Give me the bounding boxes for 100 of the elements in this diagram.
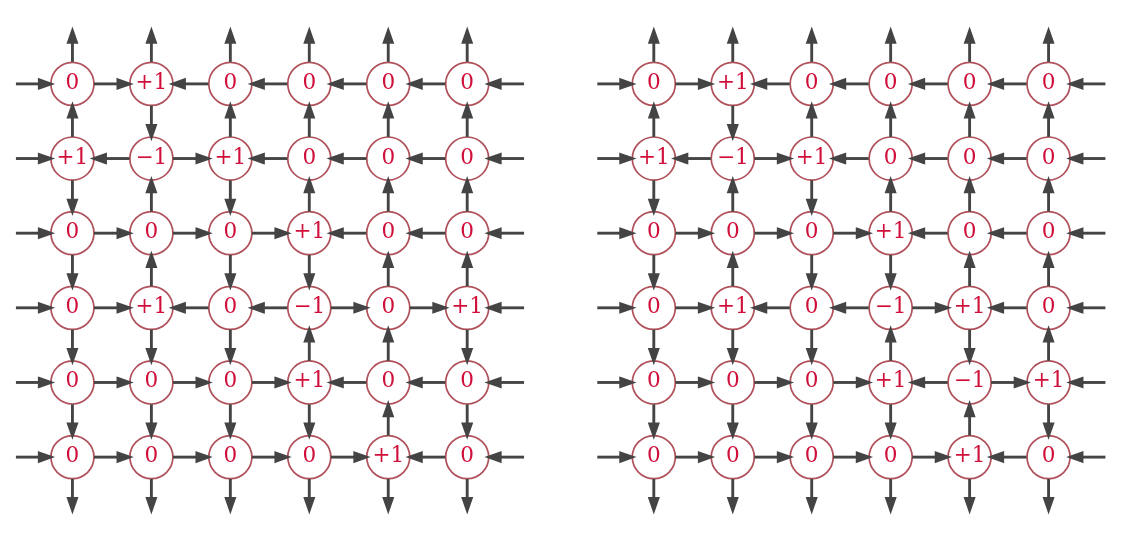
arrow	[726, 105, 739, 141]
arrow	[1042, 26, 1055, 62]
arrow	[15, 375, 56, 388]
node-circle: 0	[710, 359, 756, 405]
arrow	[597, 152, 637, 165]
arrow	[484, 375, 525, 388]
node-circle: 0	[129, 434, 174, 479]
arrow	[461, 478, 474, 514]
arrow	[912, 301, 952, 314]
arrow	[247, 301, 288, 314]
arrow	[986, 301, 1027, 314]
arrow	[805, 100, 818, 137]
node-circle: 0	[710, 434, 756, 479]
node-circle: 0	[1026, 434, 1071, 479]
arrow	[15, 77, 56, 90]
arrow	[675, 450, 716, 463]
arrow	[66, 478, 79, 514]
arrow	[15, 301, 56, 314]
arrow	[303, 403, 316, 440]
arrow	[963, 100, 976, 137]
arrow	[597, 450, 637, 463]
node-circle: 0	[868, 135, 914, 181]
arrow	[145, 175, 158, 212]
arrow	[675, 226, 716, 239]
arrow	[912, 450, 952, 463]
node-circle: 0	[207, 359, 253, 405]
arrow	[805, 179, 818, 216]
node-circle: 0	[50, 434, 95, 479]
node-circle: 0	[365, 284, 411, 330]
arrow	[484, 152, 525, 165]
arrow	[884, 324, 897, 361]
arrow	[382, 250, 395, 286]
node-circle: +1	[868, 359, 914, 405]
arrow	[833, 226, 874, 239]
arrow	[597, 226, 637, 239]
arrow	[647, 254, 660, 291]
node-circle: −1	[710, 135, 756, 181]
arrow	[671, 152, 711, 165]
node-circle: 0	[868, 434, 914, 479]
arrow	[326, 77, 367, 90]
node-circle: −1	[129, 135, 174, 181]
arrow	[303, 478, 316, 514]
node-circle: 0	[365, 135, 411, 181]
arrow	[461, 100, 474, 137]
arrow	[1066, 77, 1106, 90]
arrow	[1042, 324, 1055, 361]
node-circle: 0	[1026, 284, 1071, 330]
arrow	[991, 375, 1031, 388]
node-circle: +1	[631, 135, 677, 181]
node-circle: −1	[947, 359, 992, 405]
node-circle: 0	[631, 210, 677, 256]
node-circle: 0	[129, 210, 174, 256]
arrow	[986, 77, 1027, 90]
arrow	[382, 100, 395, 137]
arrow	[675, 375, 716, 388]
node-circle: 0	[789, 359, 835, 405]
arrow	[597, 77, 637, 90]
node-circle: +1	[710, 61, 756, 106]
arrow	[726, 175, 739, 212]
node-circle: −1	[868, 284, 914, 330]
node-circle: +1	[868, 210, 914, 256]
arrow	[754, 450, 795, 463]
arrow	[326, 375, 367, 388]
arrow	[805, 329, 818, 365]
arrow	[963, 478, 976, 514]
arrow	[330, 450, 371, 463]
arrow	[647, 329, 660, 365]
arrow	[303, 175, 316, 212]
arrow	[647, 403, 660, 440]
arrow	[805, 403, 818, 440]
node-circle: 0	[365, 359, 411, 405]
arrow	[754, 226, 795, 239]
arrow	[884, 26, 897, 62]
arrow	[251, 375, 292, 388]
arrow	[251, 450, 292, 463]
node-circle: 0	[50, 284, 95, 330]
arrow	[145, 403, 158, 440]
arrow	[303, 324, 316, 361]
node-circle: 0	[631, 434, 677, 479]
arrow	[828, 77, 869, 90]
arrow	[66, 100, 79, 137]
arrow	[382, 26, 395, 62]
arrow	[247, 152, 288, 165]
arrow	[1066, 152, 1106, 165]
node-circle: 0	[365, 210, 411, 256]
arrow	[145, 250, 158, 286]
node-circle: 0	[207, 210, 253, 256]
arrow	[224, 179, 237, 216]
arrow	[754, 375, 795, 388]
arrow	[145, 26, 158, 62]
arrow	[963, 175, 976, 212]
arrow	[303, 26, 316, 62]
arrow	[805, 26, 818, 62]
node-circle: +1	[286, 359, 332, 405]
arrow	[726, 403, 739, 440]
arrow	[1066, 226, 1106, 239]
arrow	[382, 175, 395, 212]
arrow	[484, 450, 525, 463]
node-circle: 0	[789, 284, 835, 330]
arrow	[66, 329, 79, 365]
